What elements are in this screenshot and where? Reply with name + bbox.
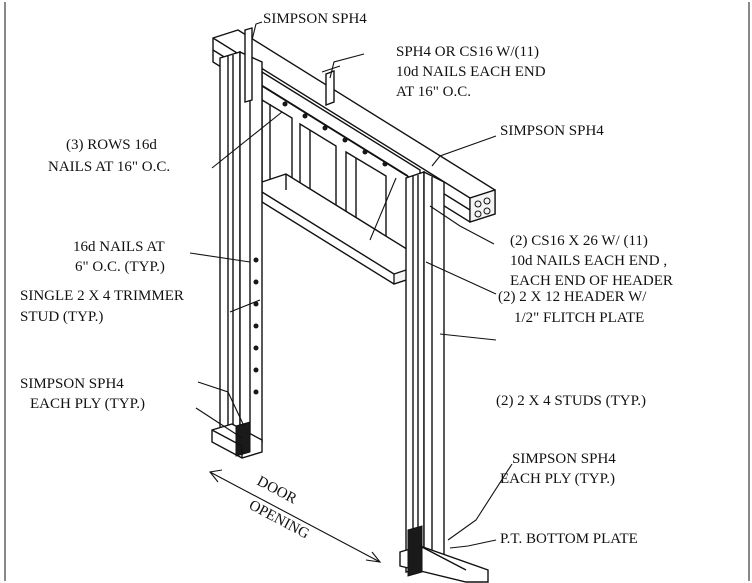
label-2x4-studs: (2) 2 X 4 STUDS (TYP.) [496,393,646,409]
label-sph4-or-cs16-line2: 10d NAILS EACH END [396,64,546,80]
right-studs [399,170,489,583]
label-pt-bottom-plate: P.T. BOTTOM PLATE [500,531,638,547]
label-header-line2: 1/2" FLITCH PLATE [514,310,644,326]
label-rows-nails-line1: (3) ROWS 16d [66,137,157,153]
label-16d-nails-6oc-line1: 16d NAILS AT [73,239,165,255]
label-simpson-sph4-bottom-line1: SIMPSON SPH4 [512,451,616,467]
label-cs16-line2: 10d NAILS EACH END , [510,253,667,269]
label-opening: OPENING [246,497,312,542]
label-cs16-line3: EACH END OF HEADER [510,273,673,289]
label-single-trimmer-line2: STUD (TYP.) [20,309,103,325]
label-header-line1: (2) 2 X 12 HEADER W/ [498,289,647,305]
label-simpson-sph4-top: SIMPSON SPH4 [263,11,367,27]
label-16d-nails-6oc-line2: 6" O.C. (TYP.) [75,259,165,275]
label-rows-nails-line2: NAILS AT 16" O.C. [48,159,170,175]
label-simpson-sph4-left-line1: SIMPSON SPH4 [20,376,124,392]
label-sph4-or-cs16-line1: SPH4 OR CS16 W/(11) [396,44,539,60]
label-simpson-sph4-left-line2: EACH PLY (TYP.) [30,396,145,412]
leader-lines [189,21,513,549]
label-simpson-sph4-bottom-line2: EACH PLY (TYP.) [500,471,615,487]
left-studs [211,50,263,459]
sph4-strap-top-left [244,27,253,103]
label-simpson-sph4-right: SIMPSON SPH4 [500,123,604,139]
label-single-trimmer-line1: SINGLE 2 X 4 TRIMMER [20,288,184,304]
label-sph4-or-cs16-line3: AT 16" O.C. [396,84,471,100]
label-cs16-line1: (2) CS16 X 26 W/ (11) [510,233,648,249]
door-opening-dimension [208,469,382,563]
